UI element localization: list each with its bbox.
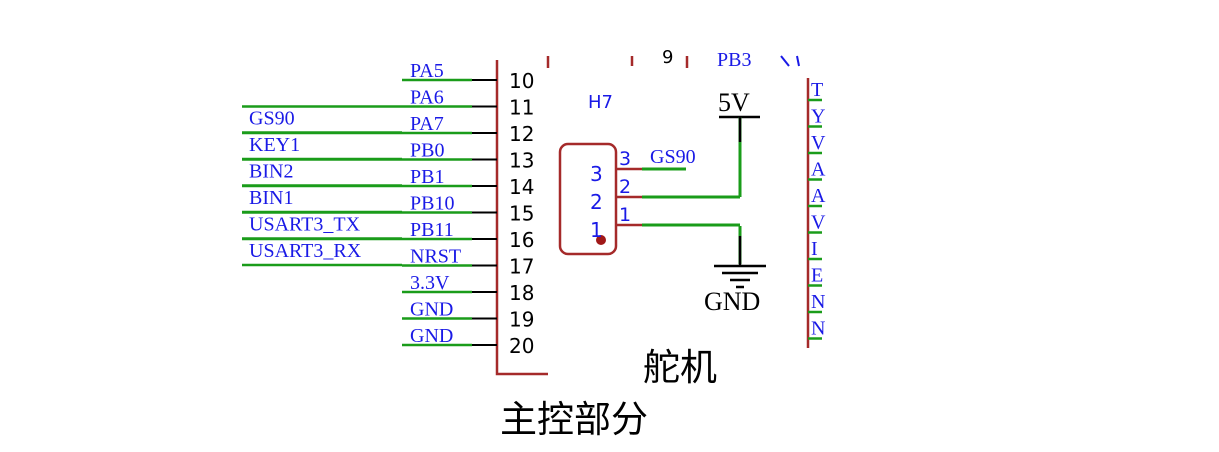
mcu-port-label: PA6: [410, 87, 444, 109]
mcu-pin-number: 15: [509, 202, 534, 226]
mcu-pin-number: 17: [509, 255, 534, 279]
right-partial-glyph: T: [811, 79, 823, 101]
right-partial-pin: N: [808, 318, 825, 340]
mcu-port-label: PB10: [410, 193, 454, 215]
mcu-pin-row: NRST 17: [402, 246, 534, 279]
mcu-port-label: GND: [410, 325, 453, 347]
servo-section-label: 舵机: [643, 346, 717, 389]
mcu-port-label: GND: [410, 299, 453, 321]
mcu-pin-number: 14: [509, 175, 534, 199]
mcu-net-label: BIN1: [249, 187, 293, 209]
servo-designator: H7: [588, 92, 613, 113]
mcu-pin-row: GND 20: [402, 325, 534, 358]
right-partial-pin: E: [808, 265, 823, 287]
mcu-pin-number: 13: [509, 149, 534, 173]
mcu-port-label: PB1: [410, 166, 444, 188]
servo-pin-number: 3: [619, 148, 631, 170]
mcu-section-label: 主控部分: [500, 398, 648, 441]
mcu-net-label: KEY1: [249, 134, 300, 156]
right-partial-pin: T: [808, 79, 823, 102]
mcu-port-label: NRST: [410, 246, 461, 268]
servo-pin: 11: [590, 204, 740, 242]
servo-pin-number: 2: [619, 176, 631, 198]
servo-connector-body: [558, 142, 618, 256]
right-partial-pin: A: [808, 185, 826, 208]
right-partial-pin: V: [808, 212, 826, 234]
ground-label: GND: [704, 287, 760, 316]
right-partial-pin: N: [808, 291, 825, 314]
right-partial-pin: V: [808, 132, 826, 155]
mcu-port-label: PA5: [410, 60, 444, 82]
servo-body-pin-label: 3: [590, 162, 603, 186]
power-5v-label: 5V: [718, 88, 750, 117]
servo-pin-number: 1: [619, 204, 631, 226]
servo-body-pin-label: 2: [590, 190, 603, 214]
mcu-net-label: GS90: [249, 108, 295, 130]
mcu-port-label: PA7: [410, 113, 444, 135]
mcu-pin-number: 10: [509, 69, 534, 93]
mcu-port-label: 3.3V: [410, 272, 450, 294]
mcu-net-label: USART3_RX: [249, 240, 362, 262]
right-partial-glyph: A: [811, 185, 826, 207]
mcu-pin-row: PA5 10: [402, 60, 534, 93]
mcu-net-label: USART3_TX: [249, 214, 361, 236]
right-partial-pin: A: [808, 159, 826, 181]
mcu-body-outline: [495, 60, 548, 376]
right-partial-glyph: N: [811, 318, 825, 340]
mcu-port-label: PB0: [410, 140, 444, 162]
right-partial-glyph: V: [811, 212, 826, 234]
mcu-port-label: PB11: [410, 219, 454, 241]
right-partial-glyph: Y: [811, 106, 825, 128]
mcu-net-label: BIN2: [249, 161, 293, 183]
right-partial-top-label: PB3: [717, 49, 751, 71]
servo-body-pin-label: 1: [590, 218, 603, 242]
right-partial-glyph: A: [811, 159, 826, 181]
mcu-pin-row: GND 19: [402, 299, 534, 332]
servo-pin: 33 GS90: [590, 146, 696, 186]
right-partial-glyph: V: [811, 132, 826, 154]
servo-pin: 22: [590, 176, 740, 214]
mcu-pin-row: 3.3V 18: [402, 272, 534, 305]
right-partial-glyph: E: [811, 265, 823, 287]
right-partial-glyph: N: [811, 291, 825, 313]
mcu-pin-number: 20: [509, 334, 534, 358]
right-partial-glyph: I: [811, 238, 818, 260]
mcu-partial-pin-9: 9: [662, 47, 673, 68]
right-partial-top-tick: [780, 55, 790, 67]
right-partial-pin: Y: [808, 106, 825, 128]
mcu-pin-number: 12: [509, 122, 534, 146]
ground-symbol-icon: [714, 264, 766, 289]
mcu-pin-number: 18: [509, 281, 534, 305]
servo-pin1-marker: [596, 235, 606, 245]
servo-net-label: GS90: [650, 146, 696, 168]
right-partial-top-tick2: [796, 55, 800, 67]
right-partial-pin: I: [808, 238, 822, 261]
mcu-pin-number: 11: [509, 96, 534, 120]
mcu-pin-number: 16: [509, 228, 534, 252]
mcu-pin-number: 19: [509, 308, 534, 332]
